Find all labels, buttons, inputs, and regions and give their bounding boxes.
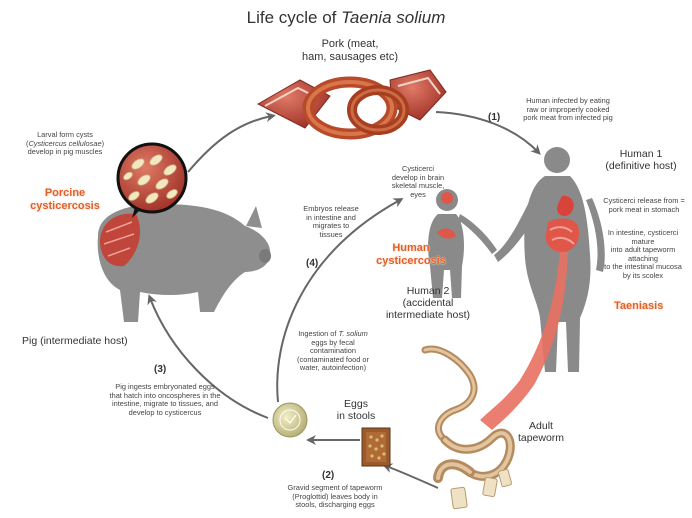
step1-description: Human infected by eatingraw or improperl… bbox=[506, 97, 630, 123]
step3-number: (3) bbox=[154, 364, 166, 376]
porcine-cysticercosis-label: Porcinecysticercosis bbox=[10, 187, 120, 212]
pork-meat-illustration bbox=[258, 70, 446, 134]
eggs-label: Eggsin stools bbox=[326, 398, 386, 422]
diagram-title: Life cycle of Taenia solium bbox=[0, 8, 692, 28]
step4-number: (4) bbox=[306, 258, 318, 270]
taeniasis-label: Taeniasis bbox=[614, 300, 663, 313]
human2-label: Human 2(accidentalintermediate host) bbox=[368, 285, 488, 321]
step2-description: Gravid segment of tapeworm(Proglottid) l… bbox=[270, 484, 400, 510]
pork-label: Pork (meat,ham, sausages etc) bbox=[280, 38, 420, 63]
larval-cysts-text: Larval form cysts (Cysticercus cellulosa… bbox=[10, 131, 120, 157]
stool-sample-illustration bbox=[362, 428, 390, 466]
intestine-maturation-text: In intestine, cysticercimatureinto adult… bbox=[594, 229, 692, 280]
human1-label: Human 1(definitive host) bbox=[590, 148, 692, 172]
cysticerci-brain-text: Cysticercidevelop in brain skeletal musc… bbox=[378, 165, 458, 199]
egg-illustration bbox=[273, 403, 307, 437]
step3-description: Pig ingests embryonated eggsthat hatch i… bbox=[90, 383, 240, 417]
cysticerci-release-text: Cysticerci release from =pork meat in st… bbox=[596, 197, 692, 214]
ingestion-text: Ingestion of T. solium eggs by fecalcont… bbox=[280, 330, 386, 373]
human-cysticercosis-label: Humancysticercosis bbox=[366, 242, 456, 267]
embryos-release-text: Embryos releasein intestine and migrates… bbox=[286, 205, 376, 239]
arrow-pig-to-pork bbox=[188, 116, 272, 172]
step2-number: (2) bbox=[322, 470, 334, 482]
pig-label: Pig (intermediate host) bbox=[22, 335, 128, 347]
adult-tapeworm-label: Adulttapeworm bbox=[506, 420, 576, 444]
step1-number: (1) bbox=[488, 112, 500, 124]
